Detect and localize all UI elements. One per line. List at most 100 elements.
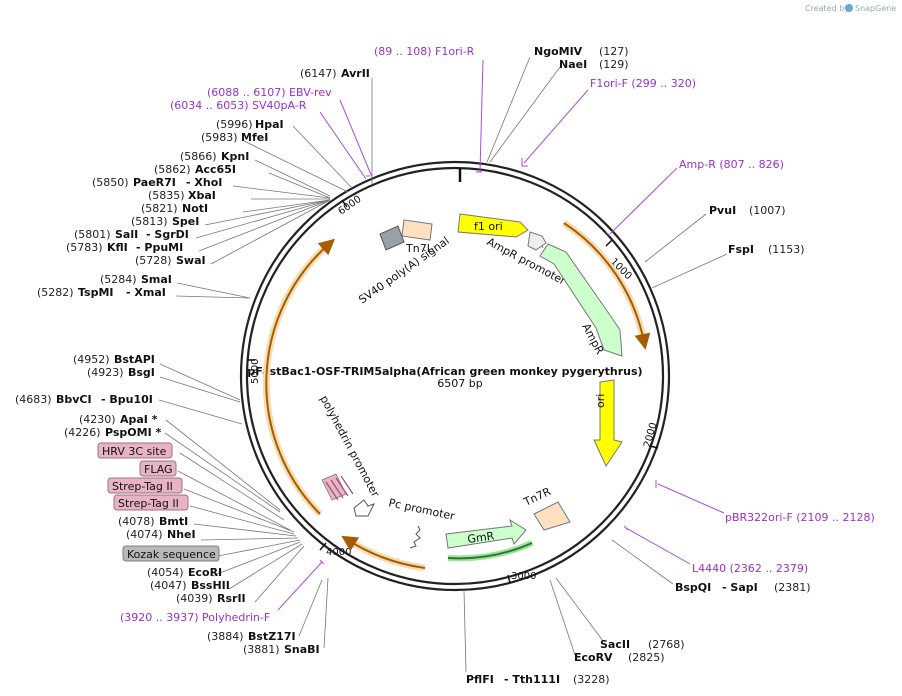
- primer-label[interactable]: L4440 (2362 .. 2379): [692, 562, 808, 575]
- enzyme-pos: (5728): [135, 254, 172, 267]
- enzyme-name[interactable]: PspOMI *: [105, 426, 162, 439]
- enzyme-name[interactable]: NaeI: [559, 58, 587, 71]
- ori-feature[interactable]: [593, 379, 623, 468]
- enzyme-name[interactable]: - Tth111I: [504, 673, 560, 686]
- tn7r-feature[interactable]: [533, 501, 571, 531]
- enzyme-name[interactable]: BstZ17I: [248, 630, 296, 643]
- enzyme-pos: (5783): [66, 241, 103, 254]
- enzyme-pos: (5813): [131, 215, 168, 228]
- ampr-feature[interactable]: [539, 243, 623, 357]
- enzyme-name[interactable]: BmtI: [159, 515, 188, 528]
- enzyme-name[interactable]: SmaI: [141, 273, 172, 286]
- enzyme-name[interactable]: - Bpu10I: [101, 393, 153, 406]
- enzyme-pos: (4952): [73, 353, 110, 366]
- enzyme-name[interactable]: PvuI: [709, 204, 736, 217]
- enzyme-name[interactable]: BbvCI: [56, 393, 92, 406]
- enzyme-name[interactable]: BspQI: [675, 581, 711, 594]
- enzyme-name[interactable]: AvrII: [341, 67, 370, 80]
- enzyme-pos: (6147): [300, 67, 337, 80]
- enzyme-name[interactable]: KflI: [107, 241, 128, 254]
- ori-label: ori: [594, 394, 607, 408]
- enzyme-name[interactable]: PflFI: [466, 673, 494, 686]
- enzyme-pos: (5282): [37, 286, 74, 299]
- backbone-inner: [245, 166, 665, 586]
- enzyme-name[interactable]: TspMI: [78, 286, 114, 299]
- enzyme-name[interactable]: Acc65I: [195, 163, 236, 176]
- tag-box[interactable]: [139, 460, 177, 477]
- enzyme-pos: (129): [599, 58, 629, 71]
- enzyme-name[interactable]: NheI: [167, 528, 196, 541]
- enzyme-name[interactable]: BssHII: [191, 579, 230, 592]
- enzyme-name[interactable]: EcoRV: [574, 651, 613, 664]
- tag-label: Kozak sequence: [127, 548, 216, 561]
- enzyme-name[interactable]: FspI: [728, 243, 754, 256]
- enzyme-name[interactable]: ApaI *: [120, 413, 158, 426]
- enzyme-pos: (4230): [79, 413, 116, 426]
- orf-arc-lower: [341, 535, 426, 569]
- enzyme-name[interactable]: - SapI: [722, 581, 758, 594]
- enzyme-pos: (5835): [148, 189, 185, 202]
- ampr-promoter-feature[interactable]: [527, 231, 547, 251]
- tag-box[interactable]: [113, 494, 189, 511]
- tn7l-feature[interactable]: [401, 219, 433, 241]
- enzyme-name[interactable]: SalI: [115, 228, 138, 241]
- tn7l-label: Tn7L: [405, 242, 434, 255]
- primer-label[interactable]: (6088 .. 6107) EBV-rev: [207, 86, 332, 99]
- gmr-arc: [447, 542, 533, 560]
- credit-text: Created by: [805, 4, 849, 13]
- enzyme-name[interactable]: MfeI: [241, 131, 268, 144]
- enzyme-name[interactable]: - XmaI: [126, 286, 166, 299]
- enzyme-name[interactable]: EcoRI: [188, 566, 222, 579]
- enzyme-name[interactable]: BstAPI: [114, 353, 155, 366]
- primer-label[interactable]: Amp-R (807 .. 826): [679, 158, 784, 171]
- gmr-label: GmR: [467, 529, 496, 546]
- enzyme-name[interactable]: NotI: [182, 202, 208, 215]
- polyhedrin-promoter-feature[interactable]: [353, 499, 375, 517]
- enzyme-pos: (3881): [243, 643, 280, 656]
- enzyme-pos: (5862): [154, 163, 191, 176]
- gmr-feature[interactable]: [445, 518, 527, 549]
- primer-label[interactable]: (3920 .. 3937) Polyhedrin-F: [120, 611, 270, 624]
- primer-label[interactable]: (89 .. 108) F1ori-R: [374, 45, 475, 58]
- tag-box[interactable]: [107, 477, 183, 494]
- pc-promoter-feature[interactable]: [409, 525, 421, 549]
- primer-label[interactable]: pBR322ori-F (2109 .. 2128): [725, 511, 875, 524]
- tag-label: Strep-Tag II: [112, 480, 173, 493]
- tag-label: Strep-Tag II: [118, 497, 179, 510]
- tag-features[interactable]: [321, 473, 354, 501]
- f1-ori-feature[interactable]: [457, 213, 529, 238]
- enzyme-name[interactable]: SnaBI: [284, 643, 320, 656]
- enzyme-name[interactable]: RsrII: [217, 592, 246, 605]
- enzyme-name[interactable]: - PpuMI: [136, 241, 183, 254]
- primer-label[interactable]: F1ori-F (299 .. 320): [590, 77, 696, 90]
- enzyme-pos: (5850): [92, 176, 129, 189]
- enzyme-name[interactable]: HpaI: [255, 118, 284, 131]
- enzyme-name[interactable]: PaeR7I: [133, 176, 176, 189]
- enzyme-name[interactable]: XbaI: [188, 189, 216, 202]
- tag-box[interactable]: [97, 442, 173, 459]
- enzyme-name[interactable]: SwaI: [176, 254, 206, 267]
- enzyme-pos: (5821): [141, 202, 178, 215]
- enzyme-pos: (5866): [180, 150, 217, 163]
- enzyme-pos: (127): [599, 45, 629, 58]
- primer-label[interactable]: (6034 .. 6053) SV40pA-R: [170, 99, 307, 112]
- orf-arc-ampr: [563, 222, 651, 350]
- tag-box[interactable]: [122, 545, 220, 562]
- enzyme-name[interactable]: BsgI: [128, 366, 155, 379]
- orf-arc-glow: [346, 537, 426, 572]
- backbone-outer: [239, 160, 671, 592]
- enzyme-leaders: [158, 56, 728, 673]
- enzyme-pos: (4078): [118, 515, 155, 528]
- f1-ori-label: f1 ori: [474, 220, 503, 233]
- tick-label: 5000: [250, 359, 261, 384]
- enzyme-name[interactable]: - SgrDI: [146, 228, 189, 241]
- enzyme-name[interactable]: SacII: [600, 638, 630, 651]
- enzyme-pos: (4074): [126, 528, 163, 541]
- enzyme-pos: (5801): [74, 228, 111, 241]
- enzyme-name[interactable]: SpeI: [172, 215, 199, 228]
- plasmid-length: 6507 bp: [437, 377, 482, 390]
- enzyme-name[interactable]: - XhoI: [186, 176, 222, 189]
- enzyme-name[interactable]: KpnI: [221, 150, 249, 163]
- enzyme-name[interactable]: NgoMIV: [534, 45, 583, 58]
- sv40-feature[interactable]: [379, 225, 405, 251]
